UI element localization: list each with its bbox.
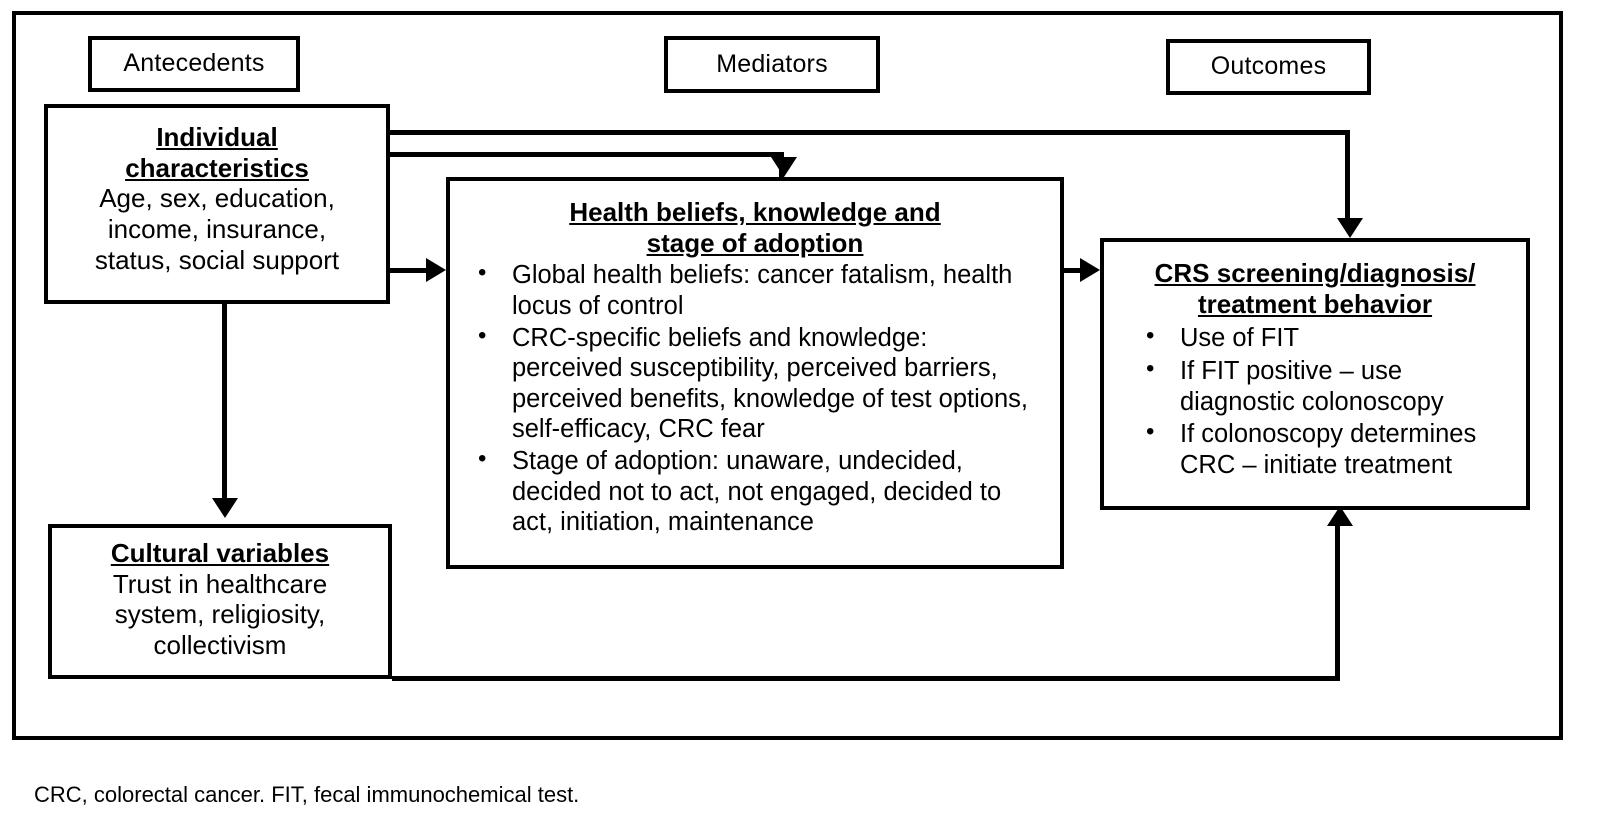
- box-crs-screening-behavior-title-line2: treatment behavior: [1197, 288, 1433, 319]
- box-health-beliefs-title-line2: stage of adoption: [646, 227, 864, 258]
- arrowhead-cultural-to-crs: [1327, 506, 1353, 526]
- box-cultural-variables-body: Trust in healthcare system, religiosity,…: [52, 569, 388, 661]
- box-health-beliefs: Health beliefs, knowledge and stage of a…: [446, 177, 1064, 569]
- box-cultural-variables-title: Cultural variables: [52, 538, 388, 569]
- arrowhead-individual-to-health-top: [771, 157, 797, 177]
- box-individual-characteristics-body-line1: Age, sex, education,: [99, 183, 335, 214]
- column-header-outcomes: Outcomes: [1166, 39, 1371, 95]
- box-crs-screening-behavior: CRS screening/diagnosis/ treatment behav…: [1100, 238, 1530, 510]
- box-cultural-variables: Cultural variables Trust in healthcare s…: [48, 524, 392, 679]
- box-individual-characteristics-body-line3: status, social support: [94, 244, 340, 275]
- box-individual-characteristics-title: Individual characteristics: [48, 122, 386, 183]
- figure-caption: CRC, colorectal cancer. FIT, fecal immun…: [34, 782, 580, 807]
- column-header-antecedents-label: Antecedents: [123, 49, 265, 78]
- box-individual-characteristics-body: Age, sex, education, income, insurance, …: [48, 183, 386, 275]
- box-individual-characteristics: Individual characteristics Age, sex, edu…: [44, 104, 390, 304]
- box-crs-screening-behavior-bullet-list: Use of FIT If FIT positive – use diagnos…: [1104, 321, 1526, 480]
- connector-health-to-crs: [1062, 268, 1084, 273]
- connector-individual-to-health-horizontal: [388, 152, 784, 157]
- arrowhead-health-to-crs: [1080, 258, 1100, 282]
- box-individual-characteristics-title-line2: characteristics: [125, 152, 309, 183]
- box-health-beliefs-title-line1: Health beliefs, knowledge and: [569, 197, 941, 227]
- box-cultural-variables-body-line1: Trust in healthcare: [112, 568, 328, 599]
- list-item: If colonoscopy determines CRC – initiate…: [1146, 417, 1516, 480]
- column-header-mediators-label: Mediators: [716, 49, 828, 78]
- connector-individual-to-crs-horizontal: [388, 130, 1350, 135]
- box-health-beliefs-title: Health beliefs, knowledge and stage of a…: [450, 197, 1060, 258]
- column-header-mediators: Mediators: [664, 36, 880, 93]
- box-cultural-variables-body-line3: collectivism: [153, 630, 287, 661]
- list-item: CRC-specific beliefs and knowledge: perc…: [478, 321, 1042, 445]
- connector-individual-to-health-side: [388, 268, 428, 273]
- arrowhead-individual-to-crs: [1337, 218, 1363, 238]
- connector-individual-to-crs-vertical: [1345, 130, 1350, 222]
- list-item: Stage of adoption: unaware, undecided, d…: [478, 444, 1042, 538]
- box-crs-screening-behavior-title: CRS screening/diagnosis/ treatment behav…: [1104, 258, 1526, 319]
- arrowhead-individual-to-health-side: [426, 258, 446, 282]
- arrowhead-individual-to-cultural: [212, 498, 238, 518]
- box-individual-characteristics-title-line1: Individual: [156, 122, 278, 152]
- box-individual-characteristics-body-line2: income, insurance,: [107, 214, 327, 245]
- box-cultural-variables-title-text: Cultural variables: [110, 538, 330, 568]
- box-health-beliefs-bullet-list: Global health beliefs: cancer fatalism, …: [450, 258, 1060, 538]
- list-item: Global health beliefs: cancer fatalism, …: [478, 258, 1042, 321]
- list-item: If FIT positive – use diagnostic colonos…: [1146, 354, 1516, 417]
- connector-individual-to-cultural-vertical: [222, 302, 227, 502]
- box-crs-screening-behavior-title-line1: CRS screening/diagnosis/: [1154, 258, 1476, 288]
- list-item: Use of FIT: [1146, 321, 1516, 354]
- diagram-outer-border: [12, 11, 1563, 740]
- box-cultural-variables-body-line2: system, religiosity,: [114, 599, 326, 630]
- column-header-outcomes-label: Outcomes: [1210, 52, 1327, 81]
- connector-cultural-to-crs-horizontal: [392, 676, 1340, 681]
- connector-cultural-to-crs-vertical: [1335, 524, 1340, 679]
- column-header-antecedents: Antecedents: [88, 36, 300, 92]
